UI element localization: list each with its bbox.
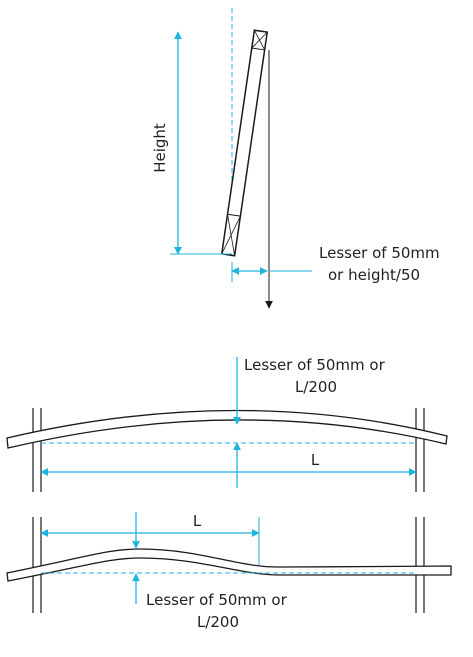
bowed-beam-top bbox=[6, 409, 448, 449]
span-label-top: L bbox=[311, 451, 320, 469]
span-label-bottom: L bbox=[193, 512, 202, 530]
bow-tolerance-label-line2: L/200 bbox=[295, 378, 337, 396]
bow-section-bottom: L Lesser of 50mm or L/200 bbox=[6, 512, 452, 631]
bow-tolerance-label-line1: Lesser of 50mm or bbox=[244, 356, 386, 374]
wave-tolerance-label-line2: L/200 bbox=[197, 613, 239, 631]
height-label: Height bbox=[151, 123, 169, 173]
bow-section-top: Lesser of 50mm or L/200 L bbox=[6, 356, 448, 492]
plumb-section: Height Lesser of 50mm or height/50 bbox=[151, 8, 440, 309]
leaning-member bbox=[220, 29, 269, 257]
wave-tolerance-label-line1: Lesser of 50mm or bbox=[146, 591, 288, 609]
plumb-tolerance-label-line2: or height/50 bbox=[328, 266, 420, 284]
plumb-tolerance-label-line1: Lesser of 50mm bbox=[319, 244, 440, 262]
wavy-beam bbox=[6, 548, 452, 582]
